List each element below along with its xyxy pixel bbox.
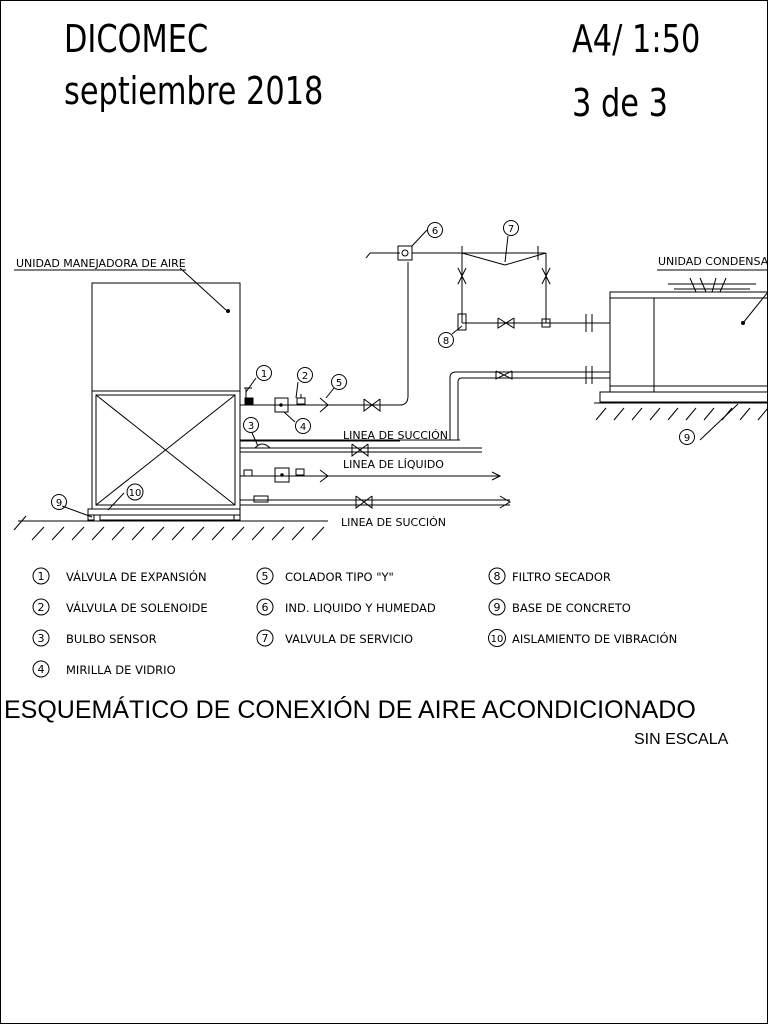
drawing-title: ESQUEMÁTICO DE CONEXIÓN DE AIRE ACONDICI… <box>4 696 696 724</box>
callout-5: 5 <box>336 378 342 389</box>
legend-bubbles <box>32 567 506 678</box>
legend-num-3: 3 <box>38 632 45 645</box>
callout-2: 2 <box>302 371 308 382</box>
suction-riser <box>449 370 585 440</box>
callout-numbers: 1 2 5 3 4 6 7 8 9 10 9 <box>56 224 690 509</box>
label-suction-line-2: LINEA DE SUCCIÓN <box>341 516 446 529</box>
sheet-number: 3 de 3 <box>572 81 669 125</box>
suction-line-upper <box>240 439 482 457</box>
legend-item-8: FILTRO SECADOR <box>512 570 611 584</box>
upper-piping-tree <box>365 245 585 331</box>
sheet-format: A4/ 1:50 <box>572 17 701 61</box>
ground-hatching-left <box>13 515 328 541</box>
legend-num-4: 4 <box>38 663 45 676</box>
callout-leaders <box>61 229 739 518</box>
sheet-date: septiembre 2018 <box>64 69 324 113</box>
callout-9-right: 9 <box>684 433 690 444</box>
scale-note: SIN ESCALA <box>634 731 729 748</box>
legend-item-9: BASE DE CONCRETO <box>512 601 631 615</box>
legend-num-1: 1 <box>38 570 45 583</box>
legend-item-4: MIRILLA DE VIDRIO <box>66 663 176 677</box>
legend-item-7: VALVULA DE SERVICIO <box>285 632 413 646</box>
legend-num-9: 9 <box>494 601 501 614</box>
callout-6: 6 <box>432 226 438 237</box>
legend-item-1: VÁLVULA DE EXPANSIÓN <box>66 569 207 584</box>
legend-num-2: 2 <box>38 601 45 614</box>
liquid-line-upper <box>240 262 409 442</box>
diagram-labels: UNIDAD MANEJADORA DE AIRE UNIDAD CONDENS… <box>16 255 768 529</box>
legend-num-10: 10 <box>491 634 504 645</box>
legend-item-3: BULBO SENSOR <box>66 632 157 646</box>
air-handler-unit <box>14 267 241 521</box>
legend: 1 2 3 4 5 6 7 8 9 10 VÁLVULA DE EXPANSIÓ… <box>32 567 677 678</box>
callout-10: 10 <box>129 488 142 499</box>
label-liquid-line: LINEA DE LÍQUIDO <box>343 458 444 471</box>
liquid-line-middle <box>240 467 502 483</box>
callout-4: 4 <box>300 422 306 433</box>
suction-line-lower <box>240 495 511 509</box>
callout-bubbles <box>51 220 695 510</box>
callout-7: 7 <box>508 224 514 235</box>
legend-item-6: IND. LIQUIDO Y HUMEDAD <box>285 601 436 615</box>
label-suction-line-1: LINEA DE SUCCIÓN <box>343 429 448 442</box>
legend-item-10: AISLAMIENTO DE VIBRACIÓN <box>512 631 677 646</box>
legend-num-5: 5 <box>262 570 269 583</box>
legend-num-8: 8 <box>494 570 501 583</box>
company-name: DICOMEC <box>64 17 209 61</box>
legend-item-2: VÁLVULA DE SOLENOIDE <box>66 600 208 615</box>
callout-3: 3 <box>248 421 254 432</box>
callout-8: 8 <box>443 336 449 347</box>
legend-item-5: COLADOR TIPO "Y" <box>285 570 394 584</box>
callout-9-left: 9 <box>56 498 62 509</box>
legend-num-7: 7 <box>262 632 269 645</box>
legend-num-6: 6 <box>262 601 269 614</box>
label-condenser: UNIDAD CONDENSA <box>658 255 768 268</box>
callout-1: 1 <box>261 369 267 380</box>
label-air-handler: UNIDAD MANEJADORA DE AIRE <box>16 257 186 270</box>
condensing-unit <box>585 269 768 403</box>
ground-hatching-right <box>594 402 768 421</box>
